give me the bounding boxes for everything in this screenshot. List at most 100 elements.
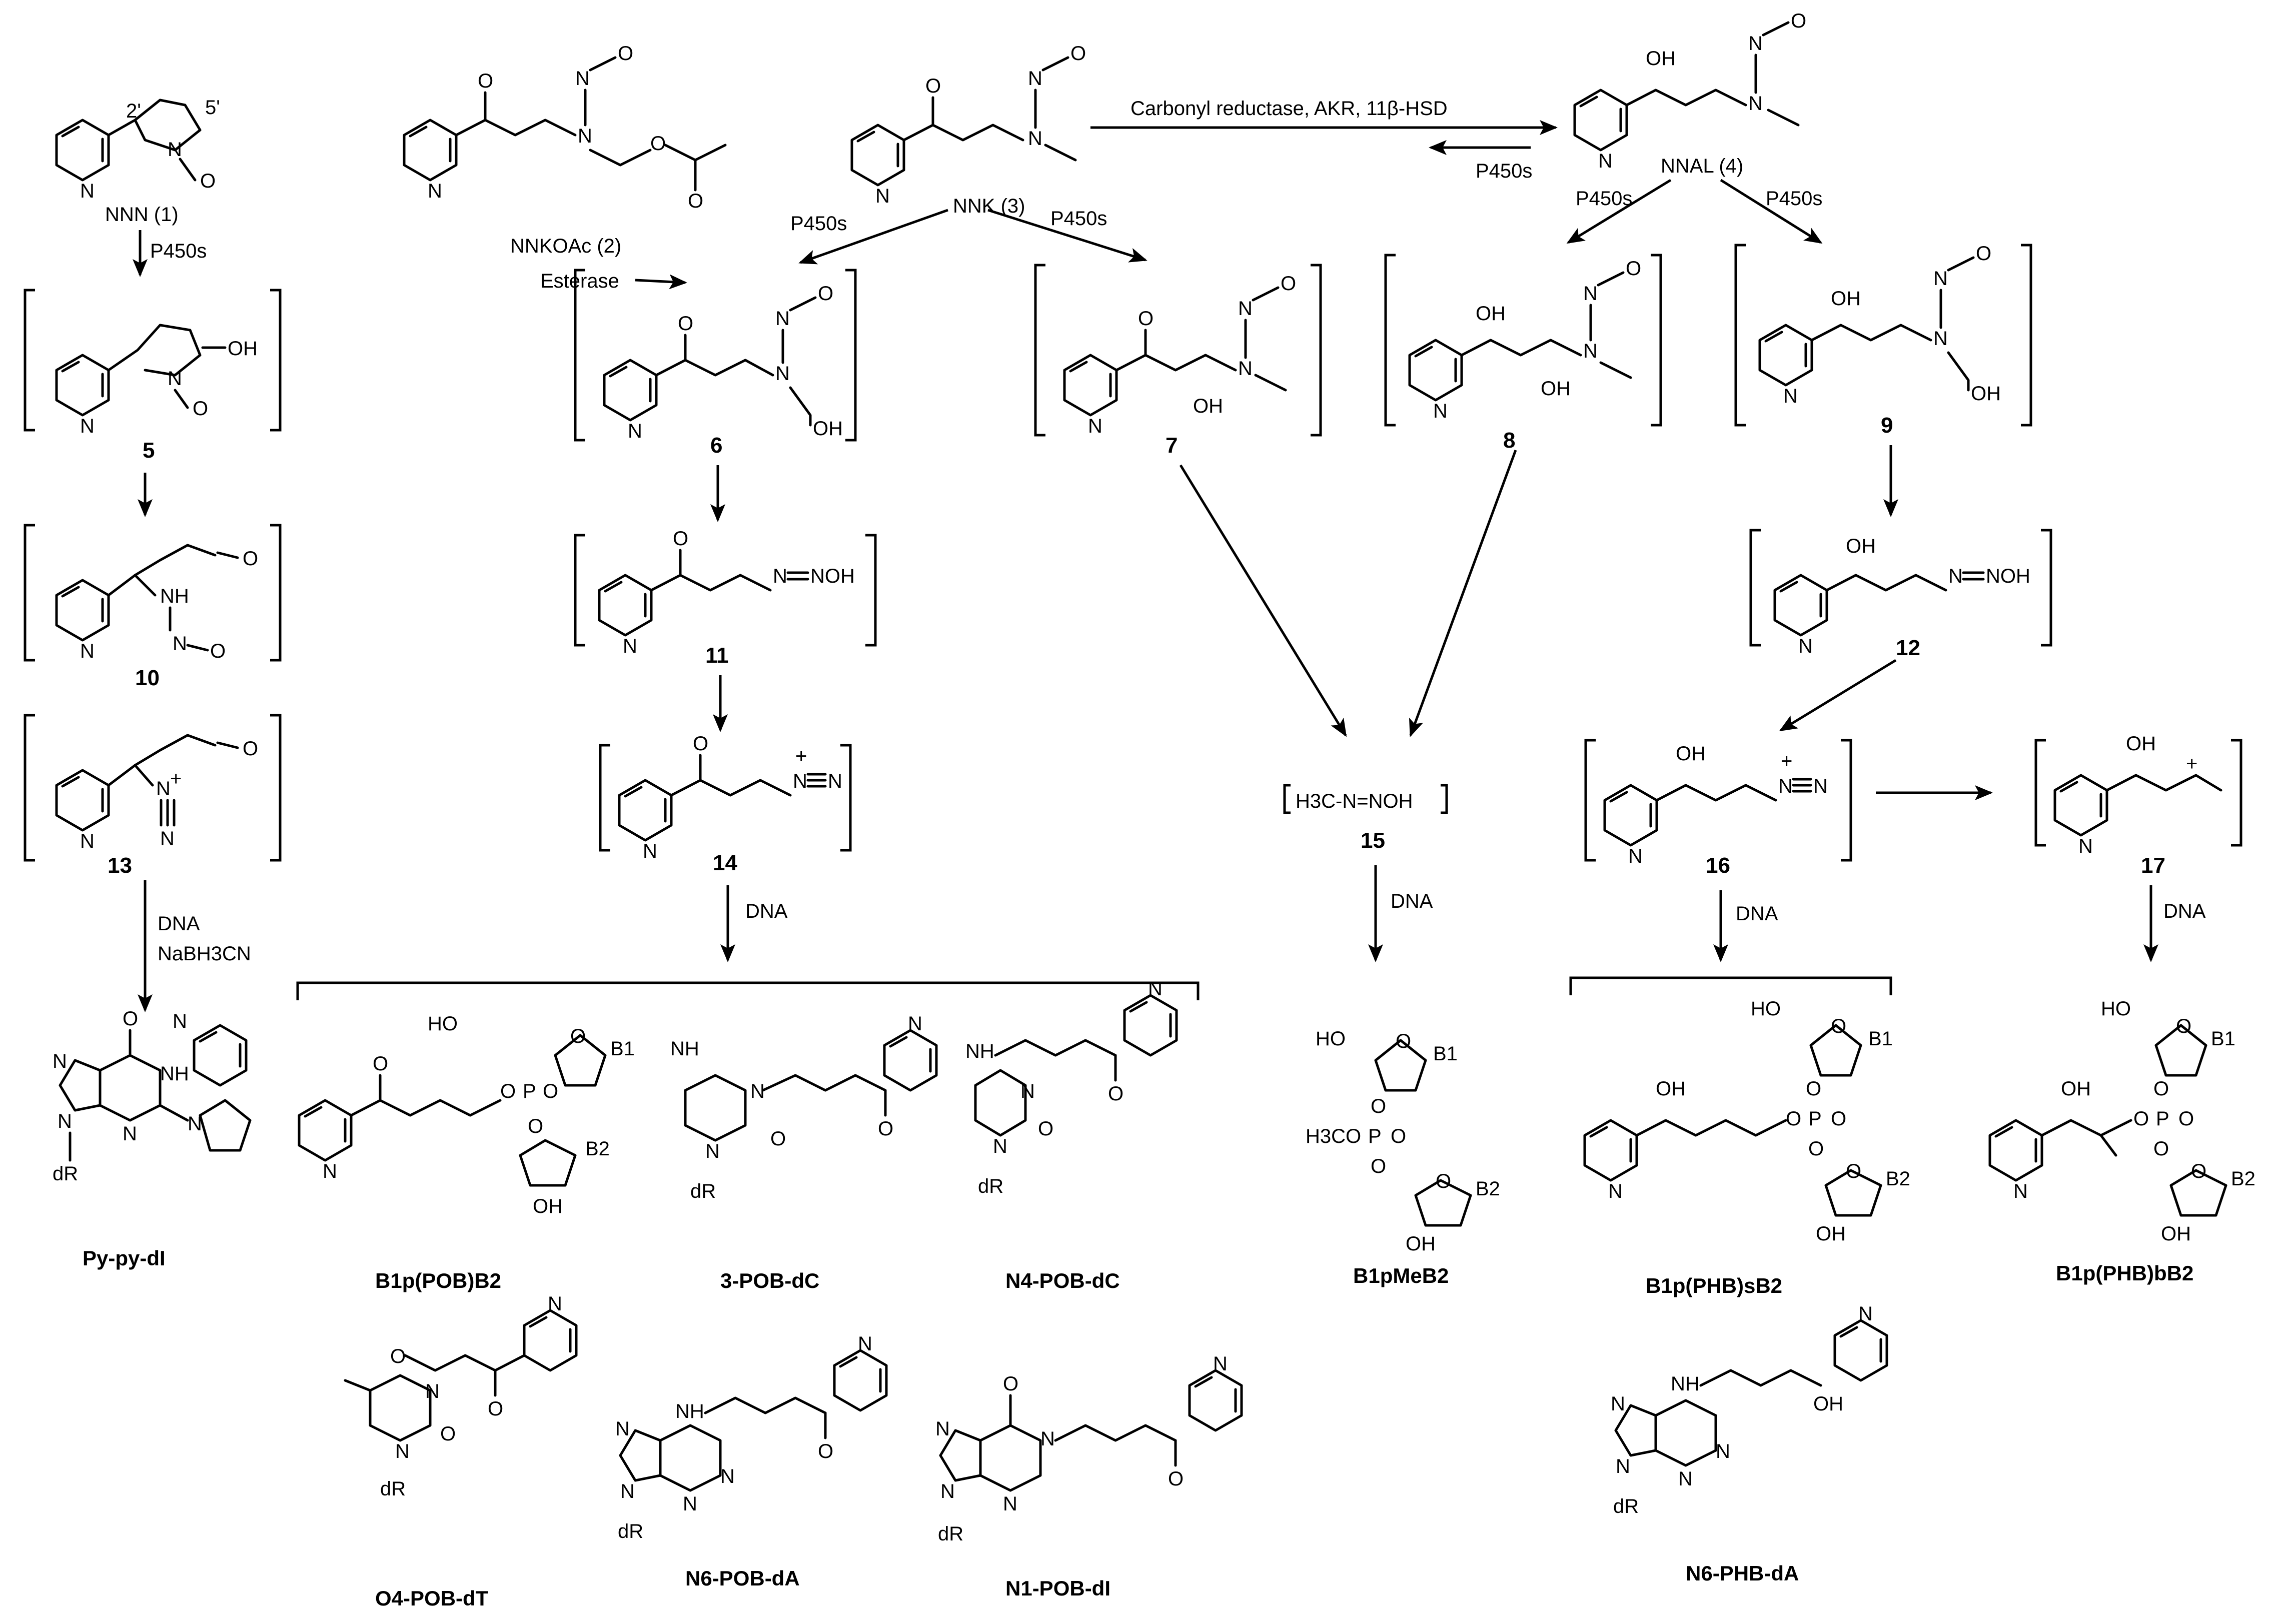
atom-label: N (793, 770, 807, 792)
arrow-nnkoac-6 (635, 274, 687, 290)
atom-label: N (1628, 845, 1643, 867)
atom-label: B1 (2211, 1028, 2235, 1050)
atom-label: O (1281, 273, 1296, 295)
atom-label: O (543, 1080, 558, 1102)
atom-label: N (168, 368, 182, 390)
atom-label: N (2013, 1180, 2028, 1202)
atom-label: OH (1676, 743, 1706, 765)
compound-number-13: 13 (108, 853, 132, 878)
atom-label: N (58, 1110, 72, 1132)
atom-label: N (683, 1493, 697, 1515)
compound-label-nnkoac: NNKOAc (2) (510, 235, 621, 257)
atom-label: B1 (610, 1038, 635, 1060)
atom-label: N (1020, 1080, 1035, 1102)
atom-label: O (1070, 43, 1086, 65)
atom-label: O (1786, 1108, 1801, 1130)
enzyme-label: P450s (1050, 208, 1107, 230)
atom-label: N (395, 1440, 410, 1462)
atom-label: N (160, 828, 175, 850)
atom-label: B2 (585, 1138, 610, 1160)
atom-label: OH (813, 418, 843, 440)
atom-label: N (548, 1293, 562, 1315)
atom-label: OH (1476, 303, 1506, 325)
compound-15: H3C-N=NOH (1283, 784, 1448, 814)
atom-label: O (818, 1440, 833, 1462)
atom-label: N (828, 770, 842, 792)
enzyme-label: Esterase (540, 270, 619, 292)
compound-5-structure: N O OH N (24, 289, 282, 437)
product-label-pob-da: N6-POB-dA (685, 1566, 800, 1590)
atom-label: N (1748, 33, 1763, 55)
atom-label: N (1798, 635, 1813, 657)
atom-label: N (720, 1465, 735, 1487)
atom-label: N (80, 415, 95, 437)
reagent-label: DNA (1736, 903, 1778, 925)
charge-plus: + (2186, 753, 2197, 775)
atom-label: O (478, 70, 493, 92)
atom-label: O (2178, 1108, 2194, 1130)
b1pphbsb2-structure: N OH O P O O HO O B1 O O B2 OH (1585, 998, 1910, 1245)
atom-label: N (775, 308, 790, 330)
atom-label: N (425, 1380, 440, 1402)
pob-dt-structure: N O O N O N dR (344, 1293, 576, 1500)
compound-number-6: 6 (710, 433, 722, 458)
atom-label: dR (1613, 1495, 1639, 1517)
compound-9-structure: N OH N N O OH (1734, 243, 2032, 427)
atom-label: O (1806, 1078, 1821, 1100)
product-label-b1pphbsb2: B1p(PHB)sB2 (1646, 1274, 1782, 1297)
compound-label-nnk: NNK (3) (953, 195, 1025, 217)
product-label-pob-di: N1-POB-dI (1005, 1576, 1110, 1600)
arrow-nnal-9 (1720, 179, 1823, 244)
arrow-12-16 (1779, 659, 1897, 732)
atom-label: N (575, 68, 590, 90)
atom-label: O (1396, 1030, 1411, 1052)
atom-label: O (1108, 1083, 1123, 1105)
compound-number-12: 12 (1896, 636, 1920, 660)
atom-label: O (123, 1008, 138, 1030)
atom-label: N (993, 1135, 1007, 1157)
atom-label: O (193, 398, 208, 420)
compound-17-structure: N OH + (2034, 733, 2242, 857)
pob-adduct-bracket (296, 981, 1200, 1000)
atom-label: NOH (1986, 565, 2030, 587)
b1pmeb2-structure: HO O B1 O H3C O P O O O B2 OH (1306, 1028, 1500, 1255)
atom-label: N (1608, 1180, 1623, 1202)
nnkoac-structure: N O N N O O O (404, 43, 727, 212)
atom-label: OH (1656, 1078, 1686, 1100)
atom-label: N (80, 640, 95, 662)
atom-label: OH (228, 338, 258, 360)
compound-12-structure: N OH N NOH (1749, 529, 2052, 657)
atom-label: O (1168, 1468, 1184, 1490)
atom-label: N (1616, 1455, 1630, 1477)
atom-label: N (1238, 358, 1253, 380)
arrow-7-15 (1179, 464, 1347, 737)
nnn-structure: N N O 2' 5' (57, 97, 220, 202)
atom-label: O (488, 1398, 503, 1420)
atom-label: dR (380, 1478, 406, 1500)
atom-label: P (1368, 1125, 1382, 1147)
atom-label: N (1858, 1303, 1873, 1325)
atom-label: HO (428, 1013, 458, 1035)
atom-label: N (628, 420, 642, 442)
atom-label: O (1808, 1138, 1824, 1160)
atom-label: B1 (1868, 1028, 1893, 1050)
atom-label: NH (965, 1040, 994, 1062)
enzyme-label: P450s (790, 213, 847, 235)
atom-label: O (1138, 308, 1154, 330)
atom-label: P (1808, 1108, 1822, 1130)
atom-label: OH (533, 1195, 563, 1217)
atom-label: O (1976, 243, 1991, 265)
atom-label: O (650, 133, 666, 155)
compound-13-structure: O N + N N (24, 714, 282, 862)
atom-label: N (1748, 93, 1763, 115)
pypydi-structure: O NH N N N dR N N (53, 1008, 252, 1185)
atom-label: O (440, 1423, 456, 1445)
atom-label: N (578, 125, 592, 147)
atom-label: N (1611, 1393, 1625, 1415)
compound-number-17: 17 (2141, 853, 2165, 878)
product-label-b1ppobb2: B1p(POB)B2 (375, 1269, 501, 1292)
atom-label: O (1371, 1095, 1386, 1117)
compound-number-16: 16 (1706, 853, 1730, 878)
charge-plus: + (1781, 750, 1792, 772)
product-label-pob-dc3: 3-POB-dC (720, 1269, 819, 1292)
